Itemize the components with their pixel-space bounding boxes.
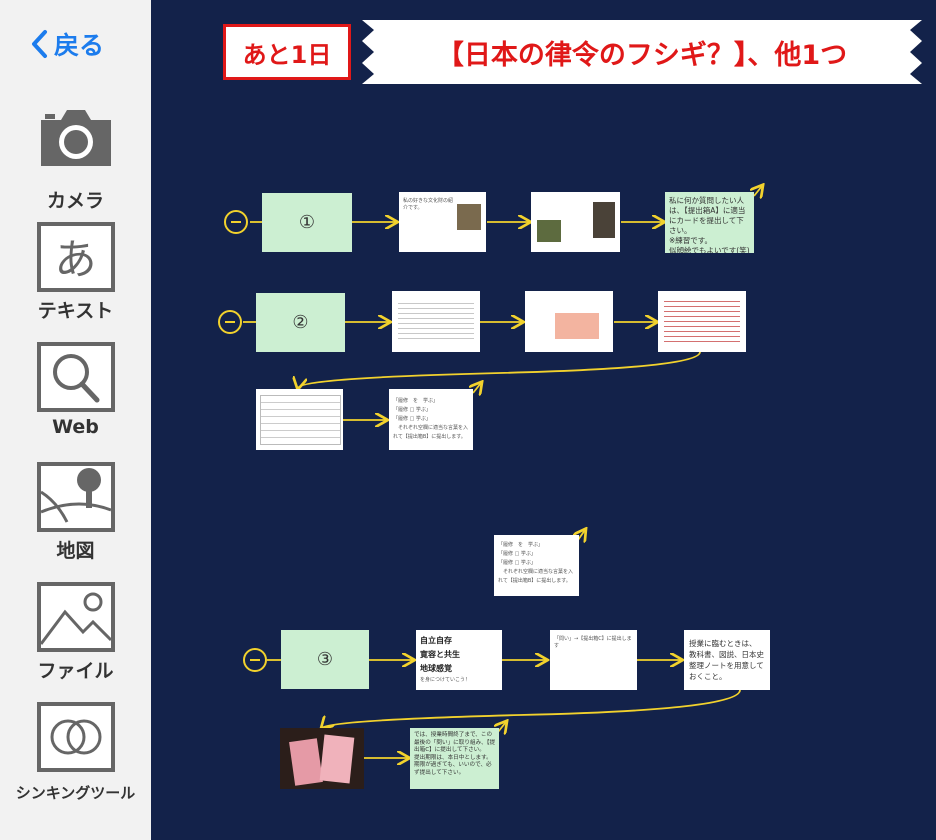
collapse-row1-button[interactable] — [224, 210, 248, 234]
row1-number: ① — [298, 212, 316, 233]
row2-table-card[interactable] — [256, 389, 343, 450]
camera-icon — [37, 108, 115, 182]
row3-card1-sub: を身につけていこう！ — [420, 677, 471, 683]
row1-card3-photo-a — [537, 220, 561, 242]
row1-card2-photo — [457, 204, 481, 230]
row2-table-grid — [260, 395, 341, 445]
row3-card3[interactable]: 授業に臨むときは、 教科書、図説、日本史整理ノートを用意しておくこと。 — [684, 630, 770, 690]
venn-diagram-icon — [36, 702, 115, 776]
image-file-icon — [36, 582, 115, 656]
row2-card3[interactable] — [525, 291, 613, 352]
row2-number-card[interactable]: ② — [256, 293, 345, 352]
magnifier-icon — [36, 342, 115, 416]
row2-card5-text: 「履修 を 学ぶ」 「履修 □ 学ぶ」 「履修 □ 学ぶ」 それぞれ空欄に適当な… — [393, 398, 469, 440]
file-tool[interactable]: ファイル — [0, 582, 151, 683]
text-label: テキスト — [37, 300, 114, 322]
row2-card5[interactable]: 「履修 を 学ぶ」 「履修 □ 学ぶ」 「履修 □ 学ぶ」 それぞれ空欄に適当な… — [389, 389, 473, 450]
text-tool[interactable]: あ テキスト — [0, 222, 151, 323]
web-tool[interactable]: Web — [0, 342, 151, 438]
tool-sidebar: 戻る カメラ あ テキスト Web 地図 ファイル — [0, 0, 151, 840]
floating-card-text: 「履修 を 学ぶ」 「履修 □ 学ぶ」 「履修 □ 学ぶ」 それぞれ空欄に適当な… — [498, 542, 574, 584]
text-icon: あ — [36, 222, 115, 296]
row3-card3-text: 授業に臨むときは、 教科書、図説、日本史整理ノートを用意しておくこと。 — [689, 639, 764, 681]
map-pin-icon — [36, 462, 115, 536]
row2-card3-chart — [555, 313, 599, 339]
row2-card4[interactable] — [658, 291, 746, 352]
camera-tool[interactable]: カメラ — [0, 108, 151, 213]
text-icon-glyph: あ — [54, 235, 97, 284]
row2-card4-lines — [664, 297, 740, 343]
thinking-tool-label: シンキングツール — [15, 784, 136, 802]
floating-card[interactable]: 「履修 を 学ぶ」 「履修 □ 学ぶ」 「履修 □ 学ぶ」 それぞれ空欄に適当な… — [494, 535, 579, 596]
collapse-row2-button[interactable] — [218, 310, 242, 334]
row1-card2-text: 私の好きな文化財の紹介です。 — [403, 198, 454, 211]
row1-card4[interactable]: 私に何か質問したい人は、【提出箱A】に適当にカードを提出して下さい。 ※練習です… — [665, 192, 754, 253]
row3-last-card[interactable]: では、授業時間終了まで、この最後の「問い」に取り組み、【提出箱C】に提出して下さ… — [410, 728, 499, 789]
file-label: ファイル — [37, 660, 114, 682]
web-label: Web — [52, 416, 99, 438]
row3-photo-card[interactable] — [280, 728, 364, 789]
row2-number: ② — [292, 312, 309, 333]
row3-card1-text: 自立自存 寛容と共生 地球感覚 — [420, 636, 460, 673]
book-cover-right — [319, 734, 355, 784]
lesson-title-banner: 【日本の律令のフシギ？】、他1つ — [362, 20, 922, 84]
deadline-badge: あと1日 — [223, 24, 351, 80]
map-tool[interactable]: 地図 — [0, 462, 151, 563]
row1-number-card[interactable]: ① — [262, 193, 352, 252]
row1-card3-photo-b — [593, 202, 615, 238]
row1-card3[interactable] — [531, 192, 620, 252]
back-button[interactable]: 戻る — [30, 26, 104, 62]
lesson-title: 【日本の律令のフシギ？】、他1つ — [436, 39, 848, 71]
row3-number-card[interactable]: ③ — [281, 630, 369, 689]
row3-card2[interactable]: 「問い」→【提出箱C】に提出します — [550, 630, 637, 690]
row3-last-text: では、授業時間終了まで、この最後の「問い」に取り組み、【提出箱C】に提出して下さ… — [414, 732, 496, 776]
row3-card2-text: 「問い」→【提出箱C】に提出します — [554, 636, 632, 649]
back-label: 戻る — [54, 31, 105, 60]
row2-card2[interactable] — [392, 291, 480, 352]
chevron-left-icon — [32, 30, 47, 58]
row2-card2-lines — [398, 299, 474, 343]
book-cover-left — [289, 738, 323, 786]
map-label: 地図 — [56, 540, 95, 562]
row3-number: ③ — [316, 649, 334, 670]
camera-label: カメラ — [46, 190, 104, 212]
thinking-tool[interactable]: シンキングツール — [0, 702, 151, 803]
row1-card4-text: 私に何か質問したい人は、【提出箱A】に適当にカードを提出して下さい。 ※練習です… — [669, 196, 750, 253]
collapse-row3-button[interactable] — [243, 648, 267, 672]
row3-card1[interactable]: 自立自存 寛容と共生 地球感覚 を身につけていこう！ — [416, 630, 502, 690]
row1-card2[interactable]: 私の好きな文化財の紹介です。 — [399, 192, 486, 252]
